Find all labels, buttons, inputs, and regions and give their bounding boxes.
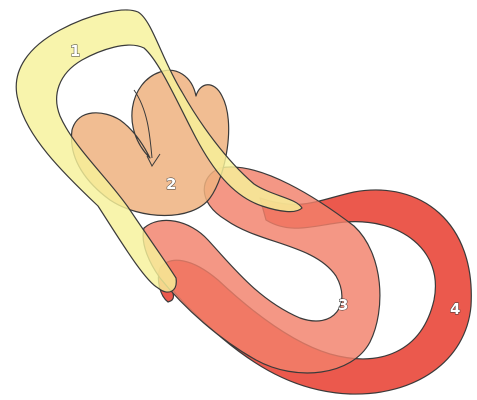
region-1-label: 1 [70, 42, 80, 60]
region-3-label: 3 [338, 296, 348, 314]
region-2-label: 2 [166, 175, 176, 193]
region-4-label: 4 [450, 300, 460, 318]
